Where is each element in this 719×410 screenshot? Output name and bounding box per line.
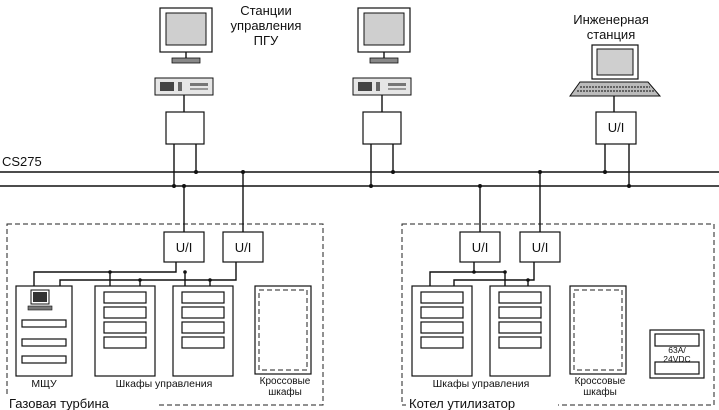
control-cabinet-1 xyxy=(94,285,156,377)
boiler-ui-1 xyxy=(459,231,501,263)
text-line: управления xyxy=(231,18,302,33)
engineering-ui-label: U/I xyxy=(608,120,625,135)
monitor-icon xyxy=(357,7,411,64)
power-supply-label: 63A/24VDC xyxy=(663,345,690,364)
server-unit-icon xyxy=(352,77,412,96)
text-line: Инженерная xyxy=(573,12,649,27)
control-station-1 xyxy=(154,7,214,186)
control-station-2 xyxy=(352,7,412,186)
computer-icon xyxy=(27,289,53,311)
gas-turbine-cabinets-label: Шкафы управления xyxy=(116,378,213,390)
workstation-icon xyxy=(569,44,662,97)
interface-box-engineering xyxy=(595,111,637,145)
text-line: Станции xyxy=(240,3,292,18)
gas-turbine-ui-2 xyxy=(222,231,264,263)
boiler-cross-cabinet xyxy=(569,285,627,375)
svg-text:U/I: U/I xyxy=(472,240,489,255)
boiler-ui-2 xyxy=(519,231,561,263)
text-line: Кроссовые xyxy=(575,376,626,387)
text-line: шкафы xyxy=(268,386,302,398)
svg-text:U/I: U/I xyxy=(235,240,252,255)
text-line: 24VDC xyxy=(663,354,690,364)
mshu-label: МЩУ xyxy=(31,378,57,390)
bus-label: CS275 xyxy=(2,154,42,169)
monitor-icon xyxy=(159,7,213,64)
boiler-cabinet-1 xyxy=(411,285,473,377)
boiler-group: U/I U/I Шкафы управления xyxy=(401,172,715,410)
boiler-cabinet-2 xyxy=(489,285,551,377)
gas-turbine-title: Газовая турбина xyxy=(9,396,110,410)
text-line: шкафы xyxy=(583,386,617,398)
text-line: станция xyxy=(587,27,635,42)
control-cabinet-2 xyxy=(172,285,234,377)
gas-turbine-ui-1 xyxy=(163,231,205,263)
boiler-cabinets-label: Шкафы управления xyxy=(433,378,530,390)
mshu-panel xyxy=(15,285,73,377)
text-line: 63A/ xyxy=(668,345,686,355)
text-line: ПГУ xyxy=(254,33,279,48)
svg-text:U/I: U/I xyxy=(176,240,193,255)
cross-cabinet xyxy=(254,285,312,375)
gas-turbine-group: U/I U/I МЩУ xyxy=(6,172,324,410)
text-line: Кроссовые xyxy=(260,376,311,387)
power-supply-unit: 63A/24VDC xyxy=(649,329,705,379)
boiler-title: Котел утилизатор xyxy=(409,396,515,410)
interface-box-station-2 xyxy=(362,111,402,145)
svg-text:U/I: U/I xyxy=(532,240,549,255)
server-unit-icon xyxy=(154,77,214,96)
interface-box-station-1 xyxy=(165,111,205,145)
